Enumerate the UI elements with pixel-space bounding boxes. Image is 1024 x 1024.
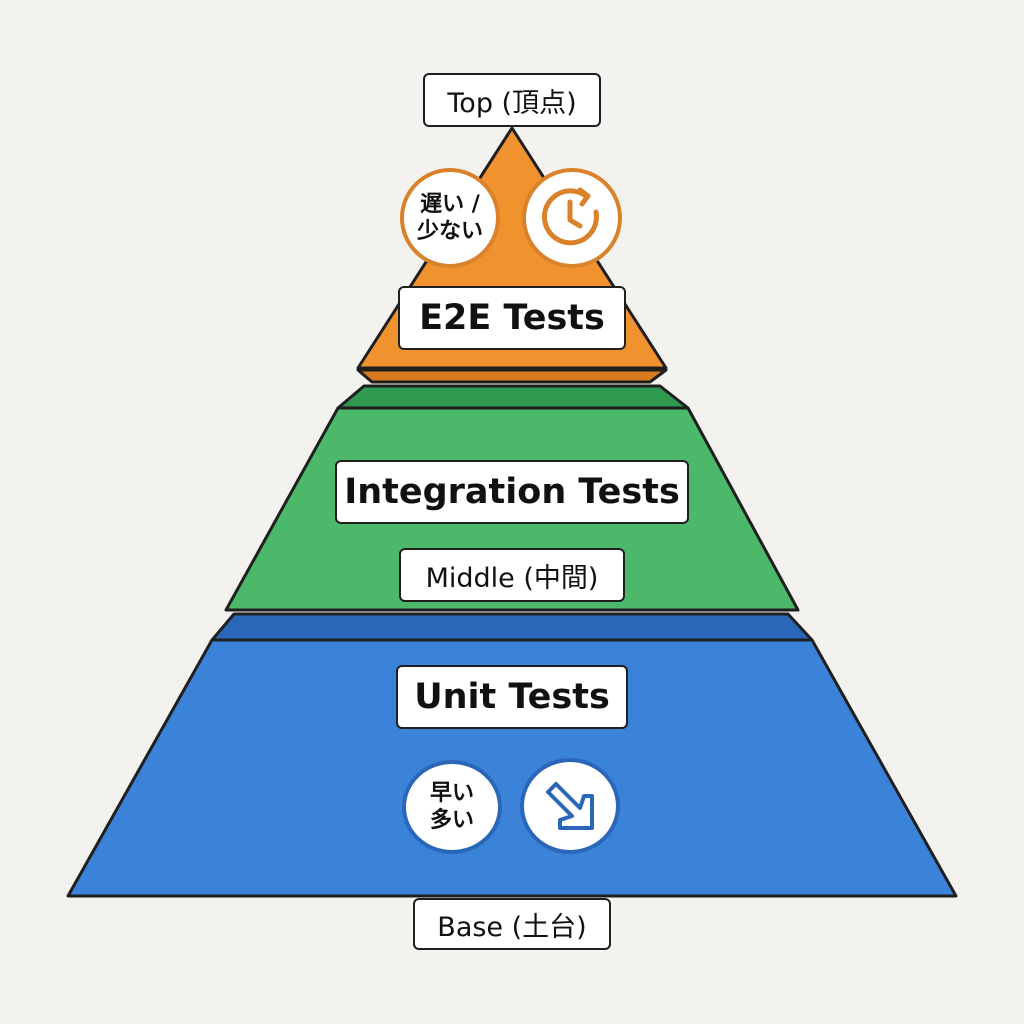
- middle-tier-top-face: [336, 384, 690, 410]
- arrow-down-right-icon: [520, 758, 620, 854]
- top-position-label: Top (頂点): [423, 73, 601, 127]
- middle-position-label: Middle (中間): [399, 548, 625, 602]
- middle-layer-title: Integration Tests: [335, 460, 689, 524]
- top-speed-badge-text: 遅い / 少ない: [416, 191, 483, 245]
- clock-icon: [522, 168, 622, 268]
- base-position-label: Base (土台): [413, 898, 611, 950]
- base-layer-title: Unit Tests: [396, 665, 628, 729]
- top-tier-bottom-face: [356, 368, 668, 384]
- base-speed-badge: 早い 多い: [402, 760, 502, 854]
- base-tier-top-face: [210, 612, 814, 642]
- top-speed-badge: 遅い / 少ない: [400, 168, 500, 268]
- base-tier: [66, 638, 958, 898]
- top-layer-title: E2E Tests: [398, 286, 626, 350]
- arrow-down-right-icon-graphic: [546, 782, 594, 830]
- clock-icon-graphic: [542, 187, 599, 246]
- base-speed-badge-text: 早い 多い: [429, 780, 474, 834]
